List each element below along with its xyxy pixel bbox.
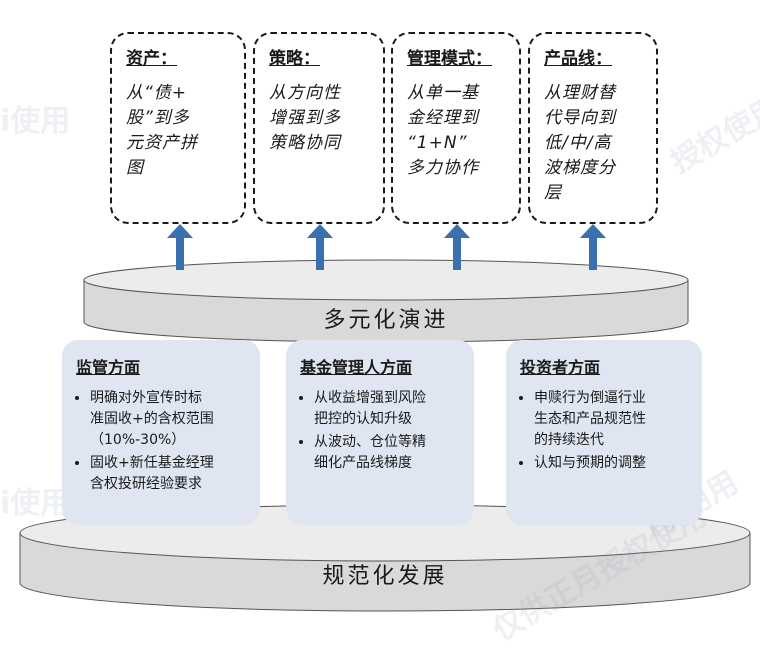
card-body: 从单一基 金经理到 “1+N” 多力协作 [407,83,479,178]
panel-title: 监管方面 [76,358,141,377]
card-title: 管理模式： [407,49,492,69]
list-item: 固收+新任基金经理 含权投研经验要求 [90,453,248,495]
upper-band [83,259,689,343]
arrow-up-4 [580,224,606,270]
card-title: 策略： [269,49,320,69]
arrow-up-2 [307,224,333,270]
panel-list: 明确对外宣传时标 准固收+的含权范围 （10%-30%） 固收+新任基金经理 含… [76,388,248,495]
list-item: 从波动、仓位等精 细化产品线梯度 [314,432,462,474]
arrow-up-3 [444,224,470,270]
list-item: 认知与预期的调整 [534,453,690,474]
arrow-up-1 [167,224,193,270]
panel-regulation: 监管方面 明确对外宣传时标 准固收+的含权范围 （10%-30%） 固收+新任基… [62,340,260,525]
list-item: 从收益增强到风险 把控的认知升级 [314,388,462,430]
panel-list: 申赎行为倒逼行业 生态和产品规范性 的持续迭代 认知与预期的调整 [520,388,690,474]
lower-band-label: 规范化发展 [322,564,448,589]
arrows [167,224,606,270]
upper-band-label: 多元化演进 [323,308,449,333]
panel-title: 投资者方面 [520,358,601,377]
panel-fund-manager: 基金管理人方面 从收益增强到风险 把控的认知升级 从波动、仓位等精 细化产品线梯… [286,340,474,525]
card-title: 产品线： [544,49,612,69]
panel-investors: 投资者方面 申赎行为倒逼行业 生态和产品规范性 的持续迭代 认知与预期的调整 [506,340,702,525]
card-assets: 资产： 从“债+ 股”到多 元资产拼 图 [110,32,246,224]
card-strategy: 策略： 从方向性 增强到多 策略协同 [253,32,385,224]
card-body: 从“债+ 股”到多 元资产拼 图 [126,83,198,178]
card-product-line: 产品线： 从理财替 代导向到 低/中/高 波梯度分 层 [528,32,658,224]
panel-list: 从收益增强到风险 把控的认知升级 从波动、仓位等精 细化产品线梯度 [300,388,462,474]
panel-title: 基金管理人方面 [300,358,413,377]
card-body: 从理财替 代导向到 低/中/高 波梯度分 层 [544,83,616,203]
card-title: 资产： [126,49,177,69]
list-item: 申赎行为倒逼行业 生态和产品规范性 的持续迭代 [534,388,690,451]
list-item: 明确对外宣传时标 准固收+的含权范围 （10%-30%） [90,388,248,451]
card-management-mode: 管理模式： 从单一基 金经理到 “1+N” 多力协作 [391,32,521,224]
card-body: 从方向性 增强到多 策略协同 [269,83,341,153]
